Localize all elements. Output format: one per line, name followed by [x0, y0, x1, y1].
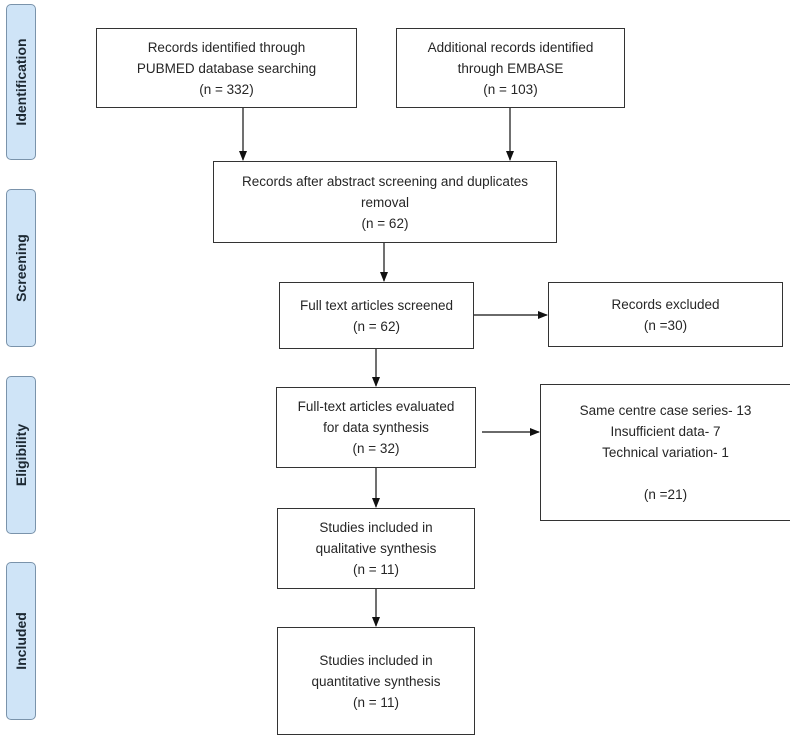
box-line: Records identified through	[147, 39, 306, 55]
box-line: (n = 332)	[199, 81, 254, 97]
phase-identification-label: Identification	[13, 38, 29, 126]
box-line: (n = 62)	[361, 215, 409, 231]
box-line: Same centre case series- 13	[579, 403, 752, 418]
phase-included-label: Included	[13, 612, 29, 670]
box-abstract-screening: Records after abstract screening and dup…	[213, 161, 557, 243]
phase-screening: Screening	[6, 189, 36, 347]
box-fulltext-screened: Full text articles screened (n = 62)	[279, 282, 474, 349]
box-line: Records after abstract screening and dup…	[242, 173, 528, 189]
box-line: for data synthesis	[323, 420, 429, 435]
box-line: removal	[360, 194, 409, 210]
box-quantitative-synthesis: Studies included in quantitative synthes…	[277, 627, 475, 735]
phase-screening-label: Screening	[13, 234, 29, 302]
phase-included: Included	[6, 562, 36, 720]
box-line: (n = 32)	[352, 441, 400, 456]
box-line: Full text articles screened	[299, 297, 454, 313]
box-line: quantitative synthesis	[311, 673, 441, 689]
box-line: (n =30)	[643, 317, 688, 333]
phase-eligibility-label: Eligibility	[13, 423, 29, 487]
box-line: (n = 11)	[353, 562, 399, 577]
box-line: (n = 11)	[353, 694, 399, 710]
box-line: (n = 62)	[353, 318, 400, 334]
box-embase-records: Additional records identified through EM…	[396, 28, 625, 108]
box-line: through EMBASE	[457, 60, 564, 76]
box-line: qualitative synthesis	[315, 541, 437, 556]
box-exclusion-reasons: Same centre case series- 13 Insufficient…	[540, 384, 790, 521]
box-line: (n =21)	[643, 487, 688, 502]
box-line: Additional records identified	[427, 39, 594, 55]
box-line: (n = 103)	[483, 81, 538, 97]
box-line: Studies included in	[319, 520, 433, 535]
box-qualitative-synthesis: Studies included in qualitative synthesi…	[277, 508, 475, 589]
box-line: Full-text articles evaluated	[297, 399, 455, 414]
box-line: Records excluded	[611, 296, 720, 312]
box-fulltext-evaluated: Full-text articles evaluated for data sy…	[276, 387, 476, 468]
box-line: Insufficient data- 7	[610, 424, 721, 439]
phase-identification: Identification	[6, 4, 36, 160]
box-line: PUBMED database searching	[136, 60, 317, 76]
box-line: Studies included in	[319, 652, 433, 668]
box-line: Technical variation- 1	[602, 445, 729, 460]
box-pubmed-records: Records identified through PUBMED databa…	[96, 28, 357, 108]
box-records-excluded: Records excluded (n =30)	[548, 282, 783, 347]
phase-eligibility: Eligibility	[6, 376, 36, 534]
